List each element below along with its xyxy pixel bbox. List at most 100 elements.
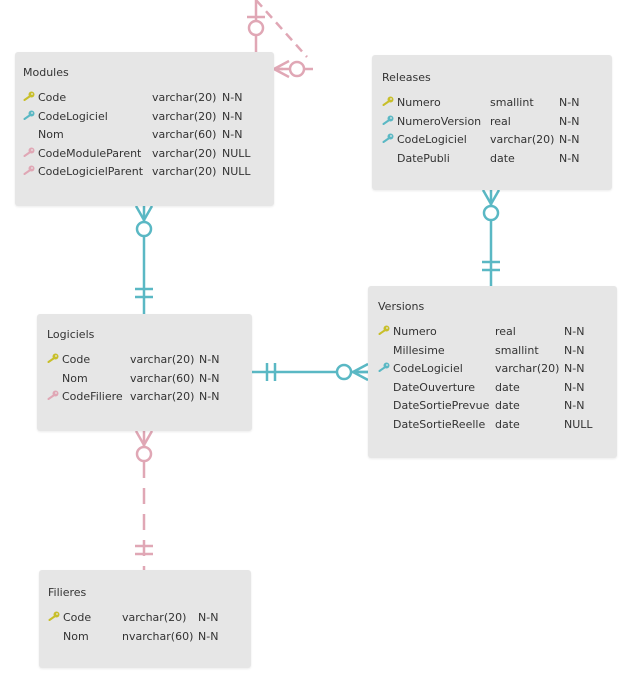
crowfoot [134, 205, 146, 221]
crowfoot [134, 430, 146, 446]
foreign-key-icon [382, 131, 394, 143]
field-type: real [495, 325, 516, 338]
field-row[interactable]: CodeLogiciel varchar(20) N-N [372, 131, 612, 149]
field-type: varchar(20) [152, 146, 217, 160]
field-name: Code [63, 611, 92, 624]
optional-foreign-key-icon [47, 388, 59, 400]
field-name: CodeLogiciel [397, 133, 467, 146]
field-row[interactable]: DatePubli date N-N [372, 150, 612, 168]
primary-key-icon [48, 609, 60, 621]
field-nullability: N-N [222, 109, 243, 123]
optional-foreign-key-icon [23, 163, 35, 175]
field-name: Numero [393, 325, 437, 338]
crowfoot [481, 189, 493, 205]
field-name: Code [38, 91, 67, 104]
field-name: DateOuverture [393, 380, 476, 394]
optional-circle [135, 445, 153, 463]
field-nullability: N-N [564, 380, 585, 394]
optional-circle [288, 60, 306, 78]
crowfoot [489, 189, 501, 205]
field-row[interactable]: Code varchar(20) N-N [15, 89, 274, 107]
foreign-key-icon [23, 108, 35, 120]
field-nullability: N-N [222, 91, 243, 104]
relationship-filieres-logiciels[interactable] [134, 430, 154, 570]
field-row[interactable]: CodeModuleParent varchar(20) NULL [15, 145, 274, 163]
field-name: Code [62, 353, 91, 366]
field-type: date [495, 417, 520, 431]
field-type: varchar(20) [490, 133, 555, 146]
field-nullability: N-N [559, 133, 580, 146]
relationship-line [255, 0, 308, 58]
optional-circle [335, 363, 353, 381]
relationship-modules-logiciels[interactable] [134, 205, 154, 314]
relationship-modules-self[interactable] [247, 0, 318, 79]
field-type: varchar(20) [152, 109, 217, 123]
field-name: CodeLogiciel [38, 109, 108, 123]
primary-key-icon [378, 323, 390, 335]
field-name: CodeLogiciel [393, 362, 463, 375]
field-name: DateSortiePrevue [393, 399, 490, 412]
primary-key-icon [47, 351, 59, 363]
field-type: varchar(60) [152, 128, 217, 141]
entity-title: Modules [23, 66, 69, 79]
entity-title: Versions [378, 300, 425, 313]
field-nullability: N-N [564, 343, 585, 357]
field-name: DatePubli [397, 151, 450, 165]
field-nullability: N-N [199, 353, 220, 366]
field-type: varchar(20) [122, 611, 187, 624]
field-name: CodeLogicielParent [38, 165, 144, 178]
field-name: CodeFiliere [62, 390, 123, 403]
field-row[interactable]: Numero real N-N [368, 323, 617, 341]
field-type: varchar(20) [152, 91, 217, 104]
field-type: varchar(20) [130, 390, 195, 403]
field-row[interactable]: DateOuverture date N-N [368, 379, 617, 397]
field-nullability: N-N [564, 325, 585, 338]
field-nullability: N-N [559, 151, 580, 165]
field-row[interactable]: Code varchar(20) N-N [39, 609, 251, 627]
field-name: CodeModuleParent [38, 146, 142, 160]
field-type: nvarchar(60) [122, 629, 194, 643]
foreign-key-icon [382, 113, 394, 125]
crowfoot [273, 59, 290, 71]
primary-key-icon [23, 89, 35, 101]
field-nullability: N-N [222, 128, 243, 141]
field-nullability: NULL [222, 146, 251, 160]
crowfoot [142, 205, 154, 221]
field-nullability: N-N [199, 371, 220, 385]
field-type: smallint [495, 343, 539, 357]
field-name: NumeroVersion [397, 114, 482, 128]
field-nullability: N-N [564, 362, 585, 375]
field-nullability: N-N [198, 611, 219, 624]
primary-key-icon [382, 94, 394, 106]
crowfoot [142, 430, 154, 446]
field-type: smallint [490, 96, 534, 109]
field-type: date [490, 151, 515, 165]
crowfoot [352, 370, 369, 382]
field-type: date [495, 380, 520, 394]
relationship-versions-releases[interactable] [481, 189, 501, 286]
optional-circle [247, 19, 265, 37]
foreign-key-icon [378, 360, 390, 372]
entity-title: Releases [382, 71, 431, 84]
field-row[interactable]: CodeLogiciel varchar(20) N-N [15, 108, 274, 126]
relationship-logiciels-versions[interactable] [252, 362, 369, 382]
field-name: Nom [63, 629, 89, 643]
crowfoot [273, 67, 290, 79]
